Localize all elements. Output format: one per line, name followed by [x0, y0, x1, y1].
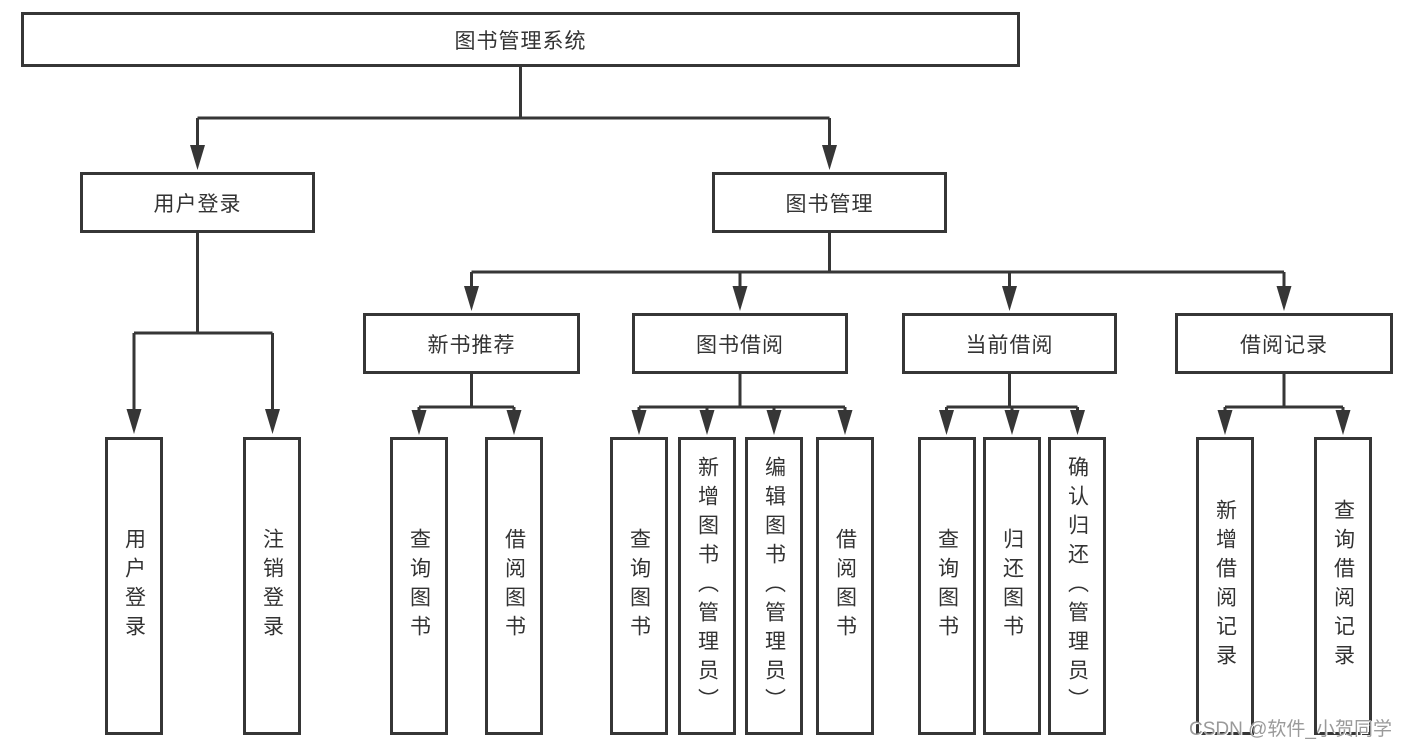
arrowhead [190, 145, 205, 170]
leaf-label: 注销登录 [260, 528, 284, 644]
node-book-management: 图书管理 [712, 172, 947, 233]
leaf-return-book: 归还图书 [983, 437, 1041, 735]
leaf-label: 查询图书 [407, 528, 431, 644]
leaf-borrow-books-recommend: 借阅图书 [485, 437, 543, 735]
leaf-confirm-return-admin: 确认归还（管理员） [1048, 437, 1106, 735]
leaf-label: 编辑图书（管理员） [762, 455, 786, 717]
leaf-label: 借阅图书 [833, 528, 857, 644]
leaf-add-book-admin: 新增图书（管理员） [678, 437, 736, 735]
node-label: 图书管理系统 [454, 29, 587, 53]
arrowhead [1335, 410, 1351, 435]
node-label: 借阅记录 [1240, 333, 1328, 357]
leaf-label: 新增图书（管理员） [695, 455, 719, 717]
arrowhead [1276, 286, 1292, 311]
csdn-watermark: CSDN @软件_小贺同学 [1189, 719, 1392, 740]
leaf-label: 查询借阅记录 [1331, 499, 1355, 673]
leaf-borrow-books-borrow: 借阅图书 [816, 437, 874, 735]
leaf-logout: 注销登录 [243, 437, 301, 735]
arrowhead [822, 145, 837, 170]
arrowhead [1004, 410, 1020, 435]
node-label: 图书管理 [785, 192, 874, 216]
leaf-add-borrow-record: 新增借阅记录 [1196, 437, 1254, 735]
arrowhead [411, 410, 427, 435]
arrowhead [939, 410, 954, 435]
node-label: 用户登录 [153, 192, 242, 216]
arrowhead [699, 410, 715, 435]
leaf-label: 用户登录 [122, 528, 146, 644]
leaf-query-books-borrow: 查询图书 [610, 437, 668, 735]
arrowhead [464, 286, 479, 311]
node-borrow-records: 借阅记录 [1175, 313, 1393, 374]
leaf-label: 查询图书 [935, 528, 959, 644]
node-current-borrow: 当前借阅 [902, 313, 1117, 374]
leaf-label: 新增借阅记录 [1213, 499, 1237, 673]
arrowhead [732, 286, 748, 311]
leaf-user-login: 用户登录 [105, 437, 163, 735]
node-label: 图书借阅 [696, 333, 784, 357]
node-user-login: 用户登录 [80, 172, 315, 233]
arrowhead [506, 410, 522, 435]
leaf-query-books-recommend: 查询图书 [390, 437, 448, 735]
arrowhead [126, 409, 142, 434]
arrowhead [1070, 410, 1085, 435]
arrowhead [837, 410, 853, 435]
leaf-label: 查询图书 [627, 528, 651, 644]
node-book-borrow: 图书借阅 [632, 313, 848, 374]
arrowhead [1002, 286, 1017, 311]
leaf-label: 借阅图书 [502, 528, 526, 644]
arrowhead [766, 410, 782, 435]
leaf-query-borrow-record: 查询借阅记录 [1314, 437, 1372, 735]
leaf-query-books-current: 查询图书 [918, 437, 976, 735]
node-label: 新书推荐 [427, 333, 516, 357]
leaf-label: 归还图书 [1000, 528, 1024, 644]
leaf-label: 确认归还（管理员） [1065, 455, 1089, 717]
arrowhead [631, 410, 647, 435]
node-label: 当前借阅 [965, 333, 1054, 357]
leaf-edit-book-admin: 编辑图书（管理员） [745, 437, 803, 735]
node-new-book-recommend: 新书推荐 [363, 313, 580, 374]
node-library-system: 图书管理系统 [21, 12, 1020, 67]
arrowhead [1217, 410, 1233, 435]
arrowhead [265, 409, 280, 434]
